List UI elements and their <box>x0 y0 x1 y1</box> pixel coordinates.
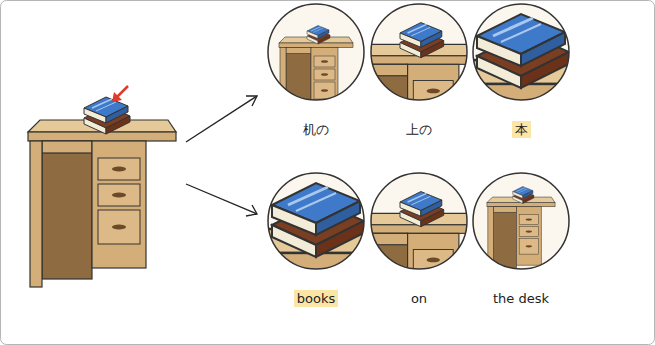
pointer-arrow <box>112 86 128 102</box>
zoomed-scene <box>369 23 469 102</box>
word-label: the desk <box>490 290 552 307</box>
desk-illustration <box>28 97 176 287</box>
branch-arrow <box>186 184 257 216</box>
word-label: 机の <box>300 121 332 138</box>
circle-outline <box>471 171 571 271</box>
zoomed-scene <box>266 183 366 271</box>
zoomed-scene <box>487 187 555 272</box>
picture-circle: 本 <box>471 2 571 142</box>
picture-circle: books <box>266 171 366 311</box>
zoomed-scene <box>369 192 469 271</box>
circle-outline <box>266 2 366 102</box>
branch-arrow <box>186 96 257 142</box>
zoomed-scene <box>279 26 353 103</box>
picture-circle: on <box>369 171 469 311</box>
circle-outline <box>369 2 469 102</box>
word-label: on <box>408 290 430 307</box>
word-label: 本 <box>512 121 531 138</box>
picture-circle: the desk <box>471 171 571 311</box>
circle-outline <box>471 2 571 102</box>
circle-outline <box>369 171 469 271</box>
zoomed-scene <box>471 14 571 102</box>
picture-circle: 机の <box>266 2 366 142</box>
word-label: 上の <box>403 121 435 138</box>
word-label: books <box>294 290 338 307</box>
picture-circle: 上の <box>369 2 469 142</box>
circle-outline <box>266 171 366 271</box>
